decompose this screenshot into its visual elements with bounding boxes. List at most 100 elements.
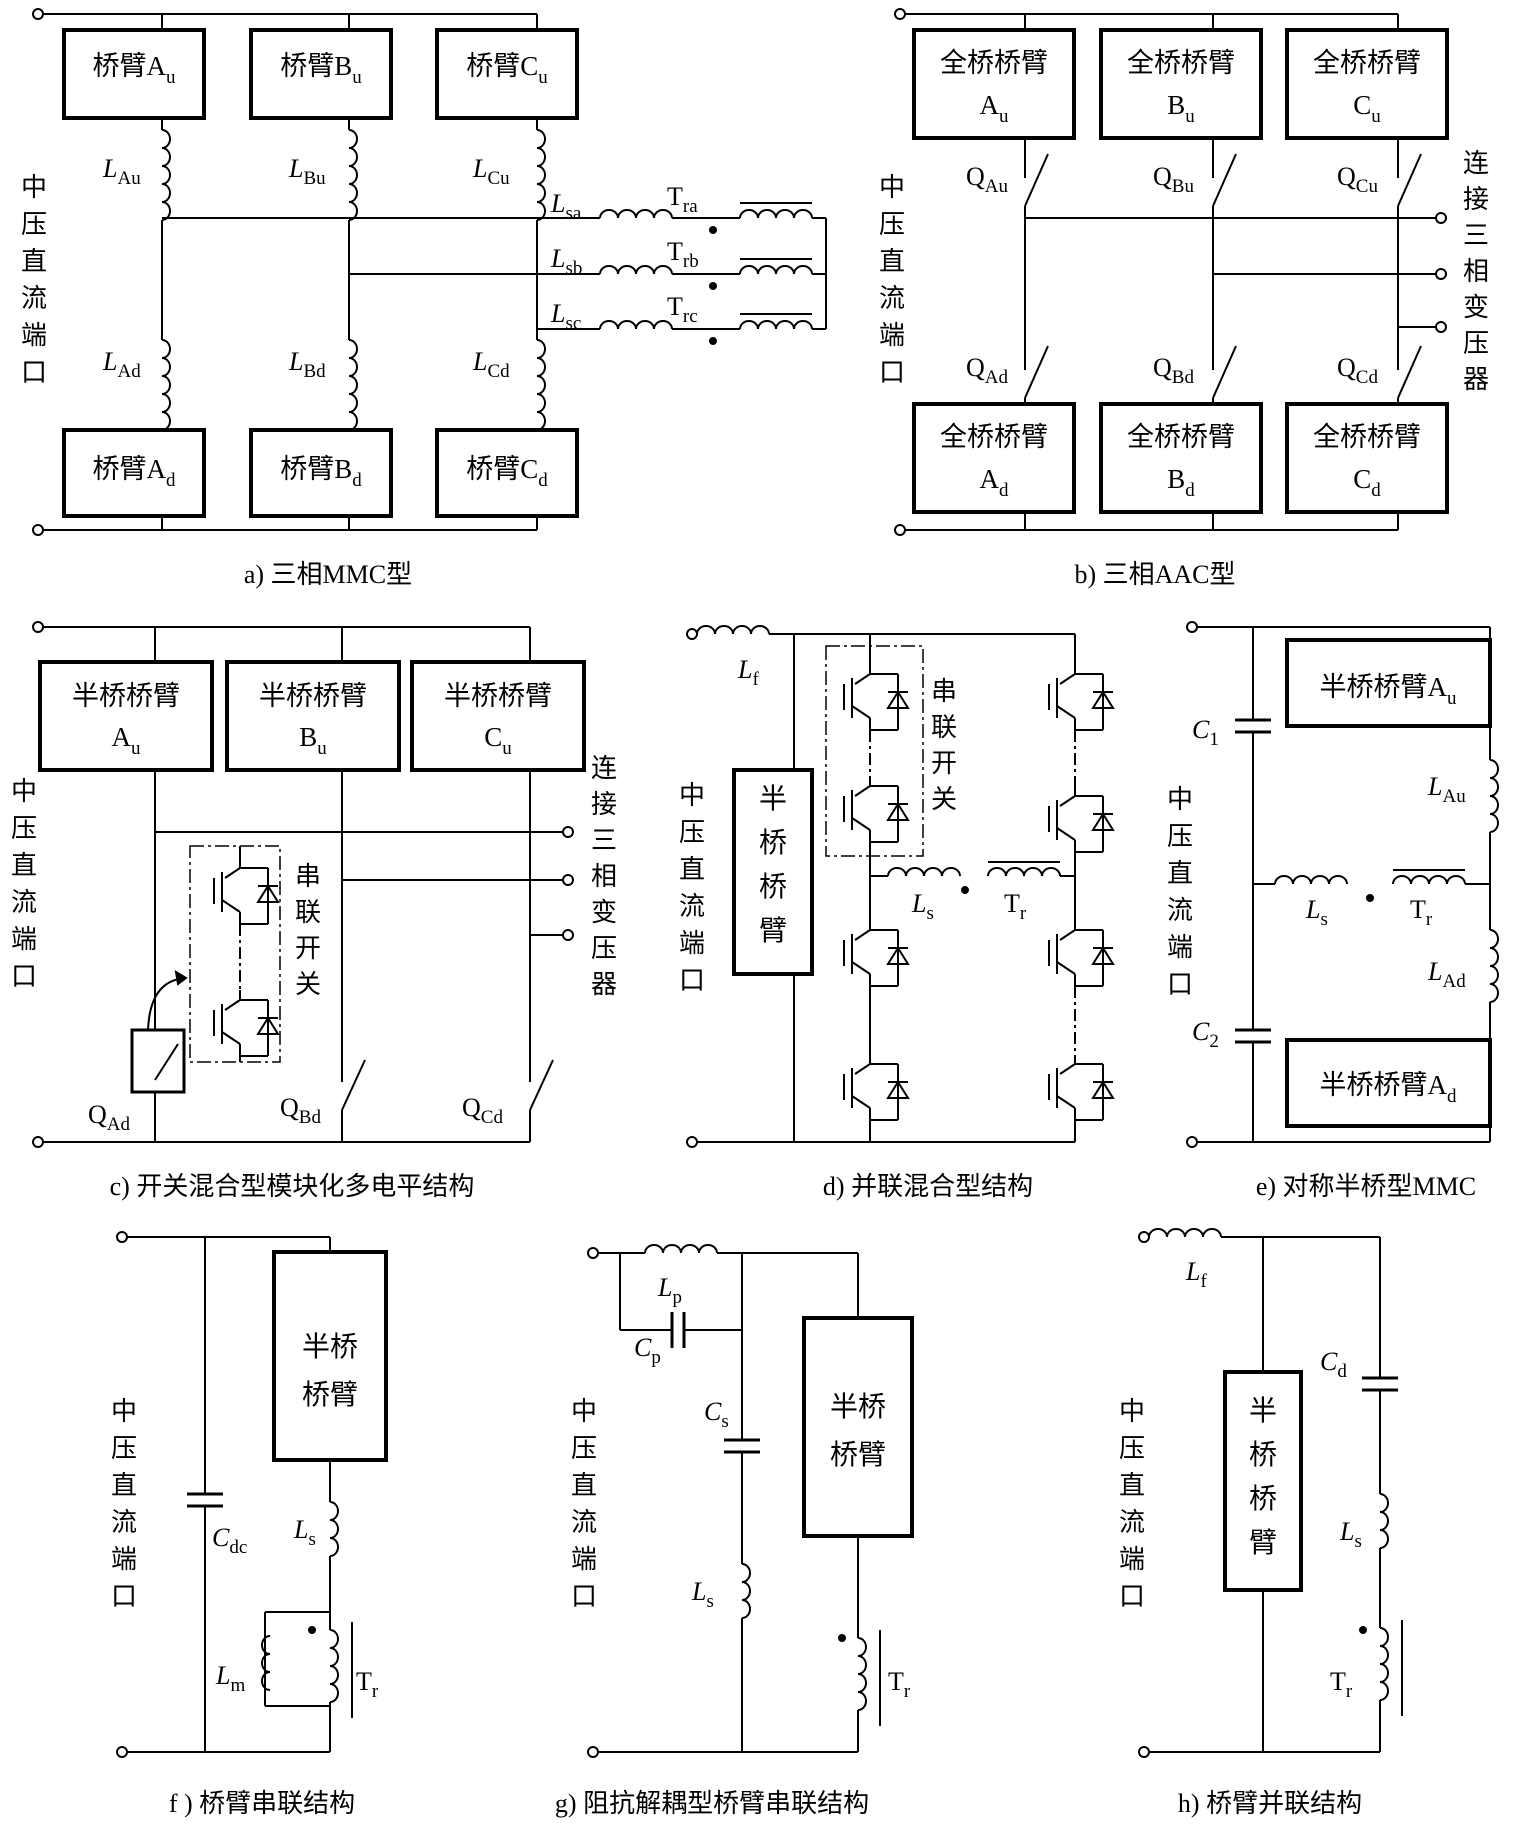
capacitor-label-cdc: Cdc xyxy=(212,1523,247,1558)
port-label-a-3: 流 xyxy=(21,284,47,313)
igbt-lower xyxy=(213,990,280,1062)
port-label-h-5: 口 xyxy=(1119,1582,1145,1611)
port-label-h-1: 压 xyxy=(1119,1434,1145,1463)
full-bridge-arm-cu xyxy=(1285,28,1449,140)
connect-label-b-1: 接 xyxy=(1463,185,1489,214)
igbt-d-right-4 xyxy=(1048,1056,1115,1142)
inductor-lcd xyxy=(536,339,546,431)
arm-label-h-2: 桥 xyxy=(1249,1483,1277,1515)
terminal-negative xyxy=(32,524,44,536)
box-title-lower-0: 全桥桥臂 xyxy=(940,422,1048,452)
box-title-lower-2: 全桥桥臂 xyxy=(1313,422,1421,452)
inductor-label-ls: Ls xyxy=(691,1577,714,1612)
connect-label-b-6: 器 xyxy=(1463,365,1489,394)
inductor-lad xyxy=(161,339,171,431)
inductor-label-lp: Lp xyxy=(657,1273,682,1308)
port-label-f-4: 端 xyxy=(111,1545,137,1574)
transformer-trb xyxy=(739,265,813,275)
port-label-b-1: 压 xyxy=(879,210,905,239)
arm-label-upper-2: Cu xyxy=(1353,90,1381,127)
arm-box-bu xyxy=(249,28,393,120)
connect-label-b-3: 相 xyxy=(1463,257,1489,286)
arm-label-d-2: 桥 xyxy=(759,871,787,903)
switch-qcd xyxy=(529,1059,554,1111)
series-switch-label-d-2: 开 xyxy=(931,749,957,778)
inductor-label-lower-1: LBd xyxy=(288,347,326,382)
port-label-d-2: 直 xyxy=(679,855,705,884)
half-bridge-arm-au xyxy=(38,660,214,772)
connect-label-c-4: 变 xyxy=(591,898,617,927)
port-label-d-4: 端 xyxy=(679,929,705,958)
connect-label-b-4: 变 xyxy=(1463,293,1489,322)
caption-f: f ) 桥臂串联结构 xyxy=(169,1789,355,1818)
inductor-label-upper-1: LBu xyxy=(288,154,326,189)
panel-c-switch-hybrid-mmc xyxy=(32,621,586,1148)
arm-label-lower-1: 桥臂Bd xyxy=(280,454,362,491)
capacitor-label-c2: C2 xyxy=(1192,1017,1219,1052)
inductor-ls xyxy=(741,1563,751,1619)
arm-box-cu xyxy=(435,28,579,120)
switch-label-1: QBd xyxy=(280,1093,321,1128)
switch-qad-box xyxy=(130,1028,186,1094)
port-label-c-1: 压 xyxy=(11,814,37,843)
transformer-tra xyxy=(739,209,813,219)
series-inductor-label-2: Lsc xyxy=(550,299,581,334)
switch-label-lower-1: QBd xyxy=(1153,353,1194,388)
series-switch-label-d-0: 串 xyxy=(931,677,957,706)
port-label-a-2: 直 xyxy=(21,247,47,276)
inductor-lsb xyxy=(599,265,673,275)
inductor-label-upper-2: LCu xyxy=(472,154,510,189)
port-label-a-5: 口 xyxy=(21,358,47,387)
transformer-label-tr: Tr xyxy=(888,1667,911,1702)
inductor-label-ls: Ls xyxy=(911,889,934,924)
transformer-tr xyxy=(1379,1627,1389,1701)
series-switch-group xyxy=(189,845,281,1063)
series-switch-group xyxy=(825,645,924,857)
series-switch-label-c-2: 开 xyxy=(295,934,321,963)
box-title-upper-1: 全桥桥臂 xyxy=(1127,48,1235,78)
port-label-f-5: 口 xyxy=(111,1582,137,1611)
arm-label-upper-1: 桥臂Bu xyxy=(280,51,362,88)
port-label-f-0: 中 xyxy=(111,1397,137,1426)
port-label-d-1: 压 xyxy=(679,818,705,847)
arm-label-lower: 半桥桥臂Ad xyxy=(1320,1070,1458,1107)
switch-label-upper-2: QCu xyxy=(1337,162,1378,197)
igbt-upper xyxy=(213,846,280,925)
panel-b-three-phase-aac xyxy=(894,8,1449,536)
arm-label-g-0: 半桥 xyxy=(830,1391,886,1423)
inductor-ls xyxy=(1274,875,1348,885)
switch-label-upper-1: QBu xyxy=(1153,162,1194,197)
switch-qbu xyxy=(1212,153,1237,207)
inductor-ls xyxy=(1379,1493,1389,1549)
panel-g-impedance-decoupled xyxy=(587,1244,914,1758)
inductor-lp xyxy=(644,1244,718,1254)
box-title-upper-0: 全桥桥臂 xyxy=(940,48,1048,78)
arm-label-h-1: 桥 xyxy=(1249,1439,1277,1471)
box-title-lower-1: 全桥桥臂 xyxy=(1127,422,1235,452)
inductor-ls xyxy=(329,1501,339,1557)
series-switch-label-c-1: 联 xyxy=(295,898,321,927)
inductor-lau xyxy=(1489,759,1499,833)
switch-qad xyxy=(154,1043,179,1081)
port-label-g-0: 中 xyxy=(571,1397,597,1426)
connect-label-c-1: 接 xyxy=(591,790,617,819)
inductor-label-upper-0: LAu xyxy=(102,154,141,189)
transformer-tr xyxy=(329,1629,339,1703)
arm-label-upper-0: Au xyxy=(980,90,1010,127)
connect-label-c-6: 器 xyxy=(591,970,617,999)
capacitor-label-cd: Cd xyxy=(1320,1347,1347,1382)
port-label-b-3: 流 xyxy=(879,284,905,313)
inductor-label-lower-0: LAd xyxy=(102,347,141,382)
connect-label-c-0: 连 xyxy=(591,754,617,783)
port-label-c-4: 端 xyxy=(11,925,37,954)
panel-h-arm-parallel xyxy=(1138,1228,1403,1758)
control-arrow xyxy=(147,977,187,1031)
arm-label-lower-0: 桥臂Ad xyxy=(93,454,177,491)
connect-label-b-0: 连 xyxy=(1463,149,1489,178)
connect-label-c-2: 三 xyxy=(591,826,617,855)
series-inductor-label-0: Lsa xyxy=(550,189,582,224)
panel-a-three-phase-mmc xyxy=(32,8,827,536)
transformer-trc xyxy=(739,320,813,330)
